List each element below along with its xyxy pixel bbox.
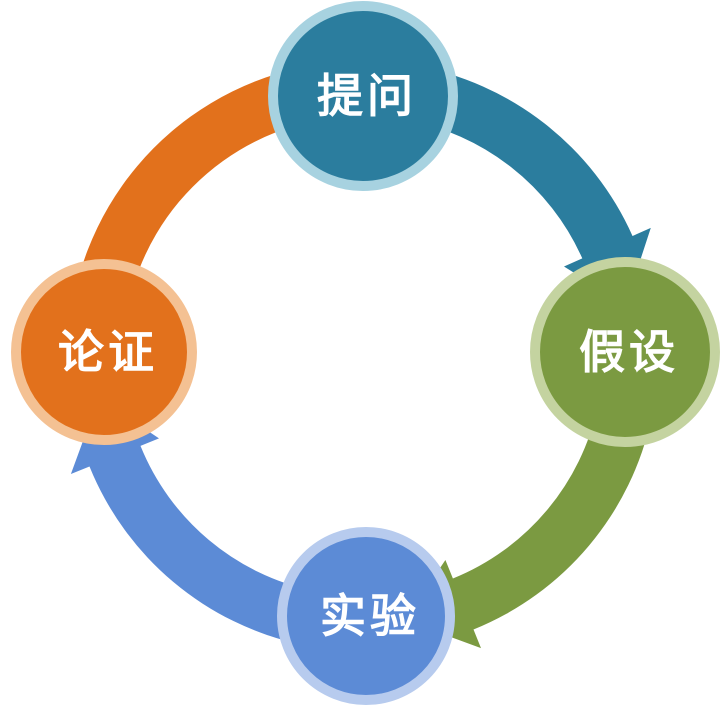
arrow-top-to-right [404, 65, 651, 305]
node-hypothesis-label: 假设 [579, 325, 679, 379]
node-ask-label: 提问 [317, 69, 417, 123]
node-experiment-circle [277, 527, 455, 705]
arrow-bottom-to-left [70, 397, 314, 645]
arrow-right-to-bottom [404, 405, 652, 649]
node-verify-label: 论证 [58, 325, 158, 379]
node-ask-circle [268, 1, 458, 191]
node-hypothesis-circle [530, 257, 720, 447]
node-verify-circle [11, 259, 197, 445]
node-experiment-label: 实验 [320, 589, 420, 643]
